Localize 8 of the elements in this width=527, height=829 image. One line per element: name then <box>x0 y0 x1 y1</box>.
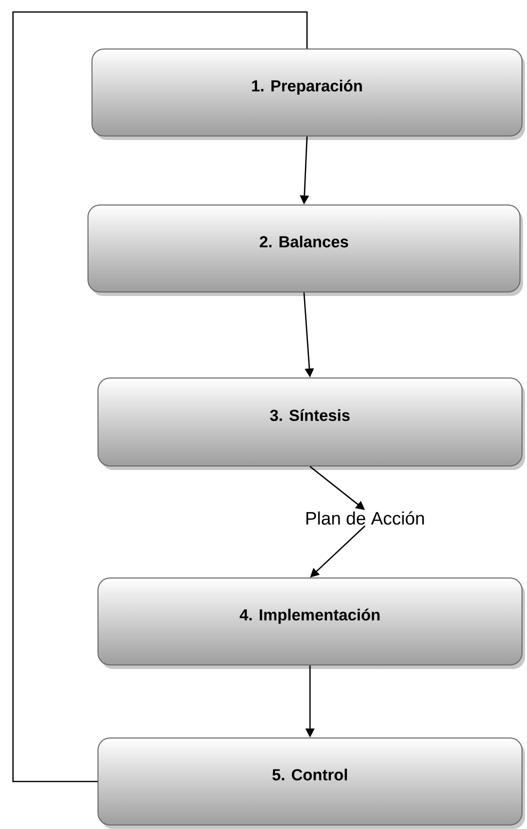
arrow <box>310 525 366 578</box>
process-box: 2. Balances <box>88 204 523 296</box>
process-box: 3. Síntesis <box>98 378 525 470</box>
process-box: 5. Control <box>98 738 525 829</box>
step-label: Plan de Acción <box>306 511 424 525</box>
process-box: 4. Implementación <box>98 578 525 669</box>
feedback-line <box>12 11 308 782</box>
process-box: 1. Preparación <box>92 48 525 140</box>
